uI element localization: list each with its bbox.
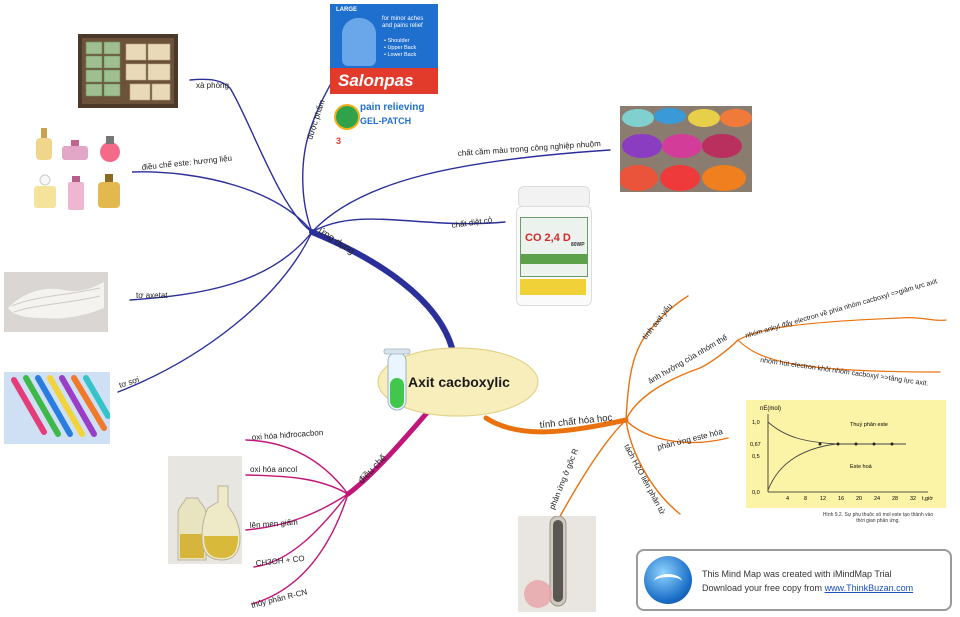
thinkbuzan-link[interactable]: www.ThinkBuzan.com — [824, 583, 914, 593]
salonpas-body-shape — [342, 18, 376, 66]
label-phan-ung-goc-r: phản ứng ở gốc R — [548, 447, 581, 511]
label-len-men-giam: lên men giấm — [250, 518, 299, 530]
salonpas-badge — [334, 104, 360, 130]
graph-caption-line: Hình 9.2. Sự phụ thuộc số mol este tạo t… — [822, 512, 934, 518]
label-chat-diet-co: chất diệt cỏ — [451, 215, 493, 230]
graph-xtick: 28 — [892, 496, 898, 502]
jar-lid — [518, 186, 590, 208]
graph-xlabel: t,giờ — [922, 496, 933, 502]
imindmap-logo-icon — [644, 556, 692, 604]
label-to-axetat: tơ axetat — [136, 291, 168, 300]
label-ung-dung: ứng dụng — [316, 225, 356, 257]
jar-body: CO 2,4 D 80WP — [516, 206, 592, 306]
jar-band — [520, 279, 586, 295]
salonpas-bullet: • Shoulder — [384, 38, 410, 44]
graph-caption-line: thời gian phản ứng. — [856, 518, 900, 524]
graph-xtick: 16 — [838, 496, 844, 502]
trial-line-2-prefix: Download your free copy from — [702, 583, 825, 593]
test-tube-photo — [518, 516, 596, 612]
acetate-fiber-image — [4, 272, 108, 332]
graph-legend-2: Este hoá — [850, 464, 873, 470]
trial-line-1: This Mind Map was created with iMindMap … — [702, 569, 892, 579]
dye-powder-image — [620, 106, 752, 192]
center-node[interactable]: Axit cacboxylic — [377, 347, 539, 417]
center-title: Axit cacboxylic — [408, 374, 510, 390]
branch-tinh-chat — [483, 295, 947, 521]
graph-plot: nE(mol) 1,0 0,67 0,5 0,0 4 8 12 16 20 24… — [750, 406, 933, 502]
esterification-graph: nE(mol) 1,0 0,67 0,5 0,0 4 8 12 16 20 24… — [746, 400, 946, 508]
branch-ung-dung — [117, 69, 611, 393]
salonpas-bullet: • Upper Back — [384, 45, 417, 51]
jar-label: CO 2,4 D 80WP — [520, 217, 588, 277]
salonpas-count: 3 — [336, 136, 342, 146]
label-chat-cam-mau: chất cầm màu trong công nghiệp nhuộm — [458, 139, 602, 158]
dieu-che-items: oxi hóa hiđrocacbon oxi hóa ancol lên me… — [250, 428, 324, 610]
soap-image — [78, 34, 178, 108]
graph-xtick: 8 — [804, 496, 807, 502]
oil-jars-image — [168, 456, 242, 564]
label-dieu-che: điều chế — [356, 452, 389, 486]
salonpas-tag: for minor aches and pains relief — [382, 16, 424, 29]
graph-xtick: 4 — [786, 496, 789, 502]
threads-image — [4, 372, 110, 444]
herbicide-image: CO 2,4 D 80WP — [512, 184, 594, 308]
graph-ytick: 0,67 — [750, 442, 761, 448]
label-ch3oh-co: CH3OH + CO — [255, 554, 305, 568]
salonpas-sub2: GEL-PATCH — [360, 116, 412, 126]
jar-stripe — [521, 254, 587, 264]
label-dieu-che-este: điều chế este: hương liệu — [141, 154, 232, 172]
salonpas-bullets: • Shoulder • Upper Back • Lower Back — [384, 38, 416, 59]
graph-xtick: 12 — [820, 496, 826, 502]
graph-caption: Hình 9.2. Sự phụ thuộc số mol este tạo t… — [808, 512, 948, 530]
label-tach-h2o: tách H2O liên phân tử — [622, 443, 667, 517]
salonpas-lower: pain relieving GEL-PATCH 3 — [330, 94, 438, 152]
herbicide-suffix: 80WP — [571, 242, 585, 248]
salonpas-bullet: • Lower Back — [384, 52, 417, 58]
label-nhom-ankyl: nhóm ankyl đẩy electron về phía nhóm cac… — [744, 276, 938, 340]
salonpas-brand-band: Salonpas — [330, 68, 438, 94]
salonpas-top: LARGE — [336, 7, 357, 13]
trial-line-2: Download your free copy from www.ThinkBu… — [702, 583, 913, 593]
graph-ytick: 1,0 — [752, 420, 760, 426]
salonpas-sub1: pain relieving — [360, 102, 425, 113]
label-xa-phong: xà phòng — [196, 81, 229, 90]
label-oxi-hoa-hidrocacbon: oxi hóa hiđrocacbon — [252, 428, 324, 442]
perfume-image — [26, 118, 132, 222]
graph-ytick: 0,0 — [752, 490, 760, 496]
herbicide-name: CO 2,4 D — [525, 232, 571, 244]
label-duoc-pham: dược phẩm — [305, 98, 326, 140]
label-anh-huong: ảnh hưởng của nhóm thế — [647, 333, 730, 386]
graph-ytick: 0,5 — [752, 454, 760, 460]
label-oxi-hoa-ancol: oxi hóa ancol — [250, 465, 297, 474]
graph-xtick: 20 — [856, 496, 862, 502]
graph-xtick: 24 — [874, 496, 880, 502]
label-thuy-phan-rcn: thủy phân R-CN — [250, 587, 308, 610]
graph-legend-1: Thuỷ phân este — [850, 421, 888, 428]
branch-dieu-che — [245, 395, 443, 605]
salonpas-image: LARGE for minor aches and pains relief •… — [330, 4, 438, 152]
salonpas-brand: Salonpas — [338, 71, 414, 90]
graph-ylabel: nE(mol) — [760, 406, 781, 412]
test-tube-icon — [383, 348, 411, 411]
graph-xtick: 32 — [910, 496, 916, 502]
trial-notice: This Mind Map was created with iMindMap … — [636, 549, 952, 611]
label-tinh-axit-yeu: tính axit yếu — [640, 302, 674, 342]
